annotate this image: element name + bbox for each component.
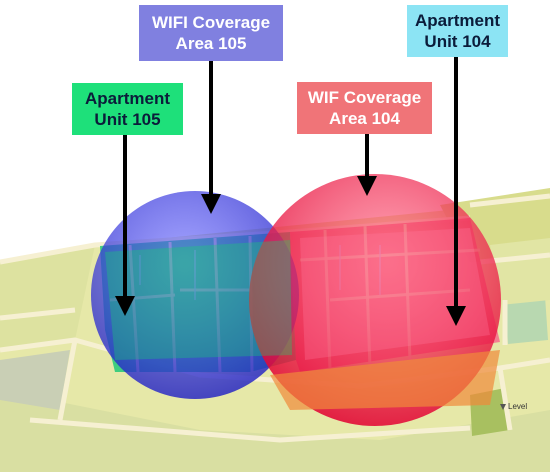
building-floor-near xyxy=(0,390,550,472)
arrow-wifi-105-head xyxy=(201,194,221,214)
arrow-apartment-104-head xyxy=(446,306,466,326)
callout-wif-coverage-area-104: WIF Coverage Area 104 xyxy=(297,82,432,134)
building-room-teal xyxy=(505,296,548,344)
callout-arrows xyxy=(115,57,466,326)
building-floor-left xyxy=(0,245,95,350)
callout-wif-104-line2: Area 104 xyxy=(329,109,400,128)
level-marker-icon xyxy=(500,404,506,410)
apartment-unit-104-highlight xyxy=(300,228,490,360)
level-label: Level xyxy=(508,402,528,411)
callout-apartment-105-line1: Apartment xyxy=(84,89,170,108)
apartment-unit-105-highlight xyxy=(105,240,292,360)
callout-apartment-105-line2: Unit 105 xyxy=(94,110,161,129)
callout-apartment-104-line2: Unit 104 xyxy=(424,32,491,51)
wifi-coverage-area-105 xyxy=(91,191,299,399)
callout-apartment-unit-105: Apartment Unit 105 xyxy=(72,83,183,135)
lower-floor-band xyxy=(270,350,500,410)
arrow-apartment-105-head xyxy=(115,296,135,316)
callout-apartment-unit-104: Apartment Unit 104 xyxy=(407,5,508,57)
callout-apartment-104-line1: Apartment xyxy=(414,11,500,30)
callout-wifi-105-line2: Area 105 xyxy=(175,34,247,53)
callout-wifi-coverage-area-105: WIFI Coverage Area 105 xyxy=(139,5,283,61)
building-room-gray xyxy=(0,350,70,410)
arrow-wif-104-head xyxy=(357,176,377,196)
callout-wifi-105-line1: WIFI Coverage xyxy=(151,13,271,32)
callout-wif-104-line1: WIF Coverage xyxy=(307,88,422,107)
